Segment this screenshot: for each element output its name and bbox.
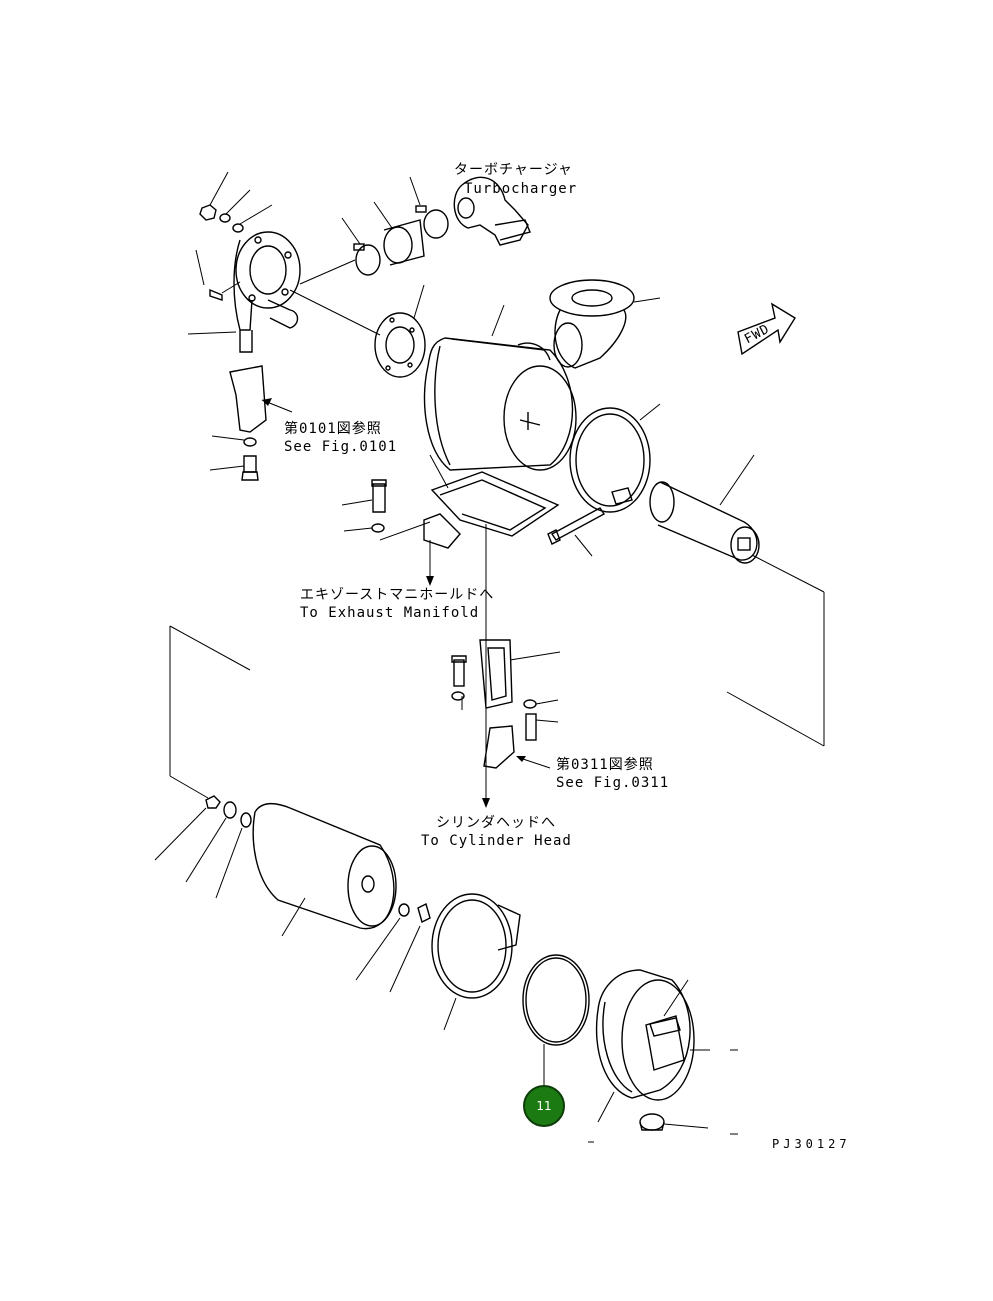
support-tray	[341, 454, 560, 808]
turbocharger-outline	[453, 176, 531, 246]
mount-bracket-upper	[209, 365, 293, 481]
air-cleaner-body	[423, 304, 577, 471]
fig0101-ref-jp: 第0101図参照	[284, 421, 382, 437]
fwd-arrow	[737, 302, 796, 356]
band-clamp-lower	[431, 893, 521, 1031]
callout-11[interactable]: 11	[523, 1085, 565, 1127]
safety-element	[649, 454, 825, 747]
dust-cover	[595, 969, 738, 1123]
cylinder-head-label-en: To Cylinder Head	[421, 833, 572, 849]
turbocharger-label-jp: ターボチャージャ	[454, 162, 573, 178]
clamp-bolt	[547, 507, 606, 557]
fig0101-ref-en: See Fig.0101	[284, 439, 398, 455]
exhaust-manifold-label-jp: エキゾーストマニホールドへ	[300, 587, 495, 603]
drawing-number: PJ30127	[772, 1137, 851, 1151]
leader-lines-left	[169, 625, 251, 799]
exhaust-manifold-label-en: To Exhaust Manifold	[300, 605, 480, 621]
callout-11-number: 11	[536, 1099, 552, 1113]
outlet-elbow	[209, 231, 301, 353]
cylinder-head-label-jp: シリンダヘッドへ	[436, 815, 556, 831]
outlet-adapter	[549, 279, 661, 369]
fig0311-ref-jp: 第0311図参照	[556, 757, 654, 773]
fig0311-ref-en: See Fig.0311	[556, 775, 670, 791]
support-bracket-lower	[451, 639, 561, 769]
hose-clamps	[341, 176, 449, 276]
turbocharger-label-en: Turbocharger	[464, 181, 578, 197]
nut-washer-set	[187, 171, 273, 335]
o-ring	[522, 954, 590, 1085]
primary-element	[154, 795, 397, 937]
band-clamp-upper	[569, 403, 661, 513]
wing-nut	[355, 902, 431, 993]
evacuator-cap	[588, 1113, 738, 1143]
flange-gasket	[289, 259, 426, 378]
